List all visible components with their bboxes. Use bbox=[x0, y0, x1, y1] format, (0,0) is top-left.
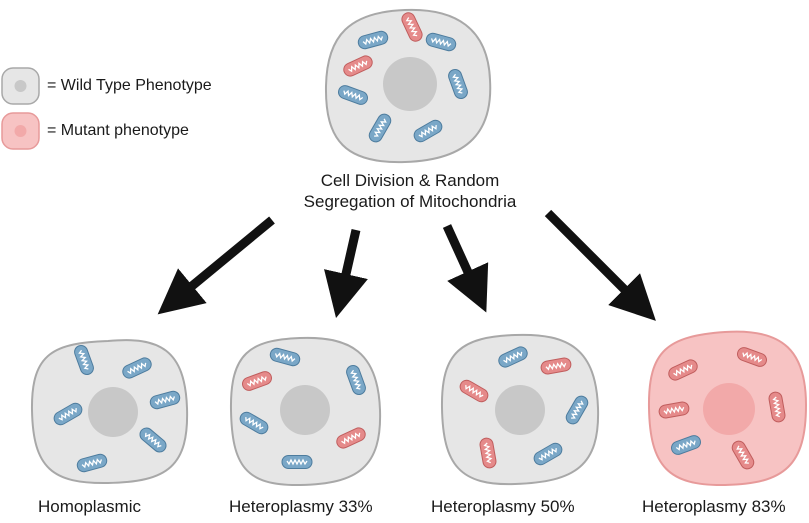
cell-homoplasmic bbox=[30, 339, 189, 485]
legend-wild-label: = Wild Type Phenotype bbox=[47, 77, 212, 94]
arrow-to-heteroplasmy-33 bbox=[324, 229, 368, 318]
process-label-line2: Segregation of Mitochondria bbox=[303, 192, 517, 211]
arrow-to-homoplasmic bbox=[157, 216, 275, 315]
cell-label-heteroplasmy-50: Heteroplasmy 50% bbox=[431, 497, 575, 516]
cell-label-heteroplasmy-83: Heteroplasmy 83% bbox=[642, 497, 786, 516]
process-label-line1: Cell Division & Random bbox=[320, 171, 500, 190]
legend-wild-icon bbox=[1, 67, 40, 105]
legend-mutant-label: = Mutant phenotype bbox=[47, 122, 189, 139]
cell-heteroplasmy-33 bbox=[229, 336, 382, 487]
cell-heteroplasmy-83 bbox=[647, 330, 808, 487]
arrow-to-heteroplasmy-50 bbox=[442, 224, 489, 313]
cell-heteroplasmy-50 bbox=[440, 333, 600, 486]
legend-mutant-icon bbox=[1, 112, 40, 150]
cell-label-homoplasmic: Homoplasmic bbox=[38, 497, 141, 516]
arrow-to-heteroplasmy-83 bbox=[544, 209, 656, 321]
parent-cell bbox=[324, 8, 492, 164]
division-arrows bbox=[157, 209, 656, 321]
cell-label-heteroplasmy-33: Heteroplasmy 33% bbox=[229, 497, 373, 516]
